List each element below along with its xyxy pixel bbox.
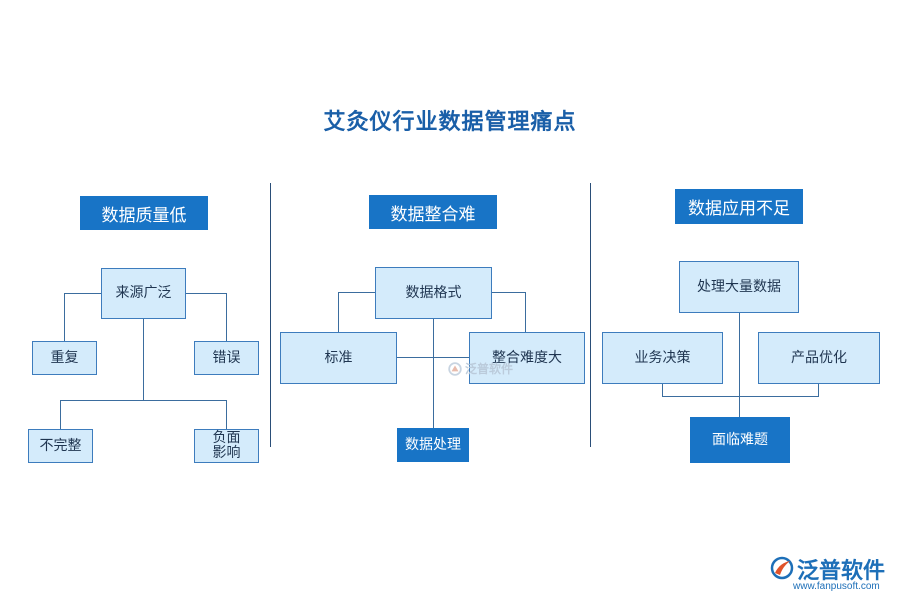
connector xyxy=(64,293,101,294)
connector xyxy=(662,384,663,397)
column-divider xyxy=(270,183,271,447)
column-header: 数据质量低 xyxy=(80,196,208,230)
node-root: 数据格式 xyxy=(375,267,492,319)
connector xyxy=(662,396,819,397)
node-incomplete: 不完整 xyxy=(28,429,93,463)
connector xyxy=(739,313,740,418)
connector xyxy=(338,292,376,293)
watermark-logo-icon xyxy=(448,361,462,376)
connector xyxy=(60,400,227,401)
connector xyxy=(525,292,526,332)
node-product-optimization: 产品优化 xyxy=(758,332,880,384)
node-duplicate: 重复 xyxy=(32,341,97,375)
node-root: 来源广泛 xyxy=(101,268,186,319)
column-header: 数据应用不足 xyxy=(675,189,803,224)
node-standard: 标准 xyxy=(280,332,397,384)
page-title: 艾灸仪行业数据管理痛点 xyxy=(323,110,577,135)
node-data-processing: 数据处理 xyxy=(397,428,469,462)
brand-logo: 泛普软件 www.fanpusoft.com xyxy=(770,552,895,594)
connector xyxy=(64,293,65,341)
connector xyxy=(226,400,227,429)
connector xyxy=(60,400,61,429)
connector xyxy=(338,292,339,332)
brand-logo-icon xyxy=(770,556,794,580)
column-divider xyxy=(590,183,591,447)
node-negative-impact: 负面 影响 xyxy=(194,429,259,463)
watermark-text: 泛普软件 xyxy=(465,362,514,376)
node-root: 处理大量数据 xyxy=(679,261,799,313)
node-challenges: 面临难题 xyxy=(690,417,790,463)
connector xyxy=(226,293,227,341)
connector xyxy=(491,292,526,293)
brand-name: 泛普软件 xyxy=(797,559,886,584)
watermark: 泛普软件 xyxy=(448,360,513,377)
brand-url: www.fanpusoft.com xyxy=(793,581,880,592)
node-integration-difficulty: 整合难度大 xyxy=(469,332,585,384)
connector xyxy=(396,357,470,358)
column-header: 数据整合难 xyxy=(369,195,497,229)
node-error: 错误 xyxy=(194,341,259,375)
connector xyxy=(818,384,819,397)
connector xyxy=(143,319,144,401)
node-business-decision: 业务决策 xyxy=(602,332,723,384)
connector xyxy=(433,319,434,429)
connector xyxy=(185,293,226,294)
